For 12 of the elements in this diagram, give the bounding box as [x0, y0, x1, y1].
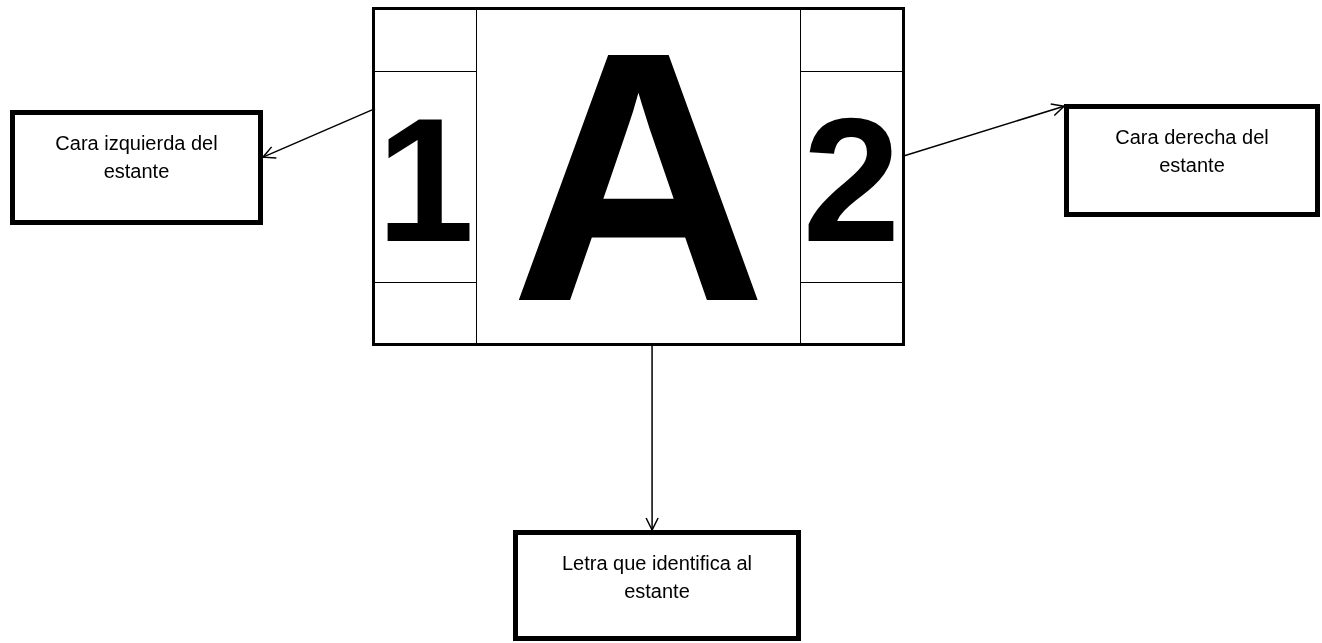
shelf-letter: A	[509, 0, 768, 355]
shelf-label-panel	[372, 7, 905, 346]
text-box	[10, 110, 263, 225]
box-label: Cara izquierda del estante	[55, 131, 218, 184]
box-label: Letra que identifica al estante	[560, 551, 754, 604]
side-number: 2	[802, 91, 901, 268]
text-box	[513, 530, 801, 641]
text-box	[1064, 104, 1320, 217]
side-column	[800, 10, 902, 343]
side-column	[375, 10, 477, 343]
box-label: Cara derecha del estante	[1114, 125, 1270, 178]
side-number: 1	[376, 91, 475, 268]
